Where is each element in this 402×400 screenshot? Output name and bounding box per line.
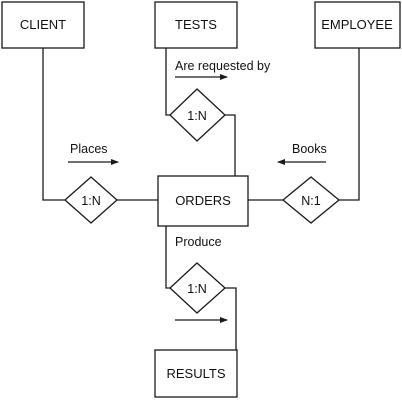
relationship-places: 1:N (64, 176, 118, 224)
entity-client: CLIENT (1, 1, 85, 49)
entity-orders-label: ORDERS (175, 193, 231, 208)
entity-orders: ORDERS (157, 175, 249, 227)
relationship-places-cardinality: 1:N (81, 194, 100, 208)
label-books: Books (292, 142, 327, 156)
produce-results-line (225, 287, 237, 350)
entity-employee: EMPLOYEE (314, 1, 401, 49)
label-places: Places (70, 142, 108, 156)
entity-tests-label: TESTS (175, 17, 217, 32)
entity-results-label: RESULTS (167, 366, 226, 381)
label-are-requested-by: Are requested by (175, 59, 271, 73)
relationship-books-cardinality: N:1 (301, 194, 321, 208)
relationship-produce-cardinality: 1:N (187, 282, 206, 296)
relationship-produce: 1:N (169, 262, 226, 314)
entity-client-label: CLIENT (20, 17, 66, 32)
relationship-books: N:1 (281, 176, 341, 224)
label-produce: Produce (175, 235, 222, 249)
tests-requested-line (165, 48, 170, 116)
relationship-requested-cardinality: 1:N (187, 109, 206, 123)
employee-books-line (339, 48, 360, 201)
client-places-line (42, 48, 65, 201)
entity-results: RESULTS (154, 349, 238, 398)
entity-employee-label: EMPLOYEE (321, 17, 393, 32)
requested-orders-line (225, 114, 236, 176)
direction-arrows (68, 74, 326, 323)
entity-tests: TESTS (154, 1, 238, 49)
orders-produce-line (165, 226, 170, 289)
relationship-requested: 1:N (169, 88, 226, 142)
connectors (42, 48, 360, 350)
